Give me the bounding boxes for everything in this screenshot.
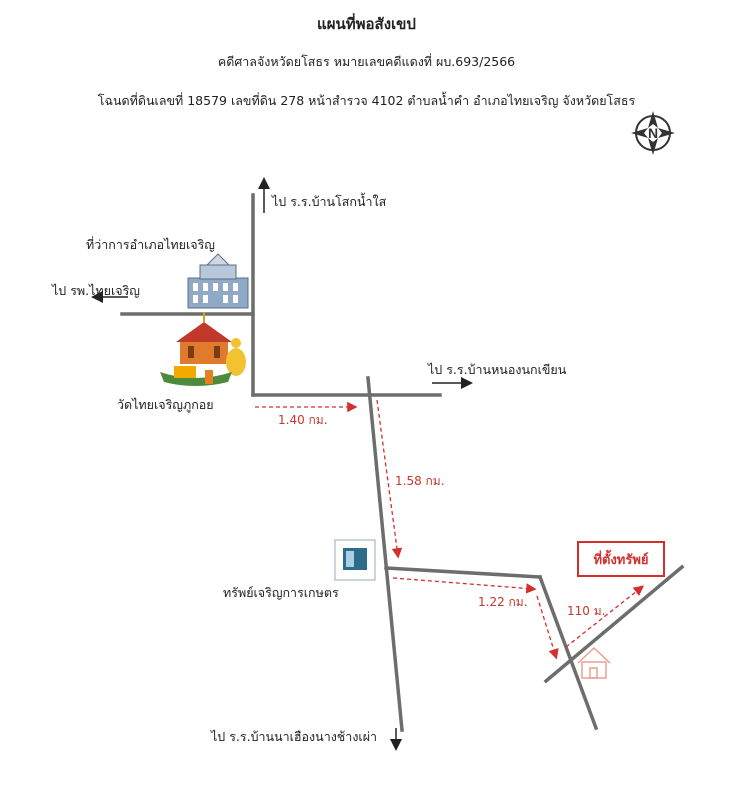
distance-3: 1.22 กม. (478, 595, 528, 609)
roads (120, 193, 685, 732)
temple-icon (160, 312, 246, 386)
label-east: ไป ร.ร.บ้านหนองนกเขียน (427, 362, 567, 377)
distance-2: 1.58 กม. (395, 474, 445, 488)
distance-1: 1.40 กม. (278, 413, 328, 427)
label-north: ไป ร.ร.บ้านโสกน้ำใส (271, 192, 387, 209)
direction-arrows (91, 177, 473, 751)
label-temple: วัดไทยเจริญภูกอย (117, 397, 214, 413)
label-district-office: ที่ว่าการอำเภอไทยเจริญ (86, 236, 215, 252)
deed-info: โฉนดที่ดินเลขที่ 18579 เลขที่ดิน 278 หน้… (97, 93, 636, 108)
distance-4: 110 ม. (567, 604, 605, 618)
shop-icon (334, 539, 376, 581)
road-branch-south (537, 574, 599, 731)
label-shop: ทรัพย์เจริญการเกษตร (223, 585, 339, 600)
compass-icon: N (631, 111, 675, 155)
label-south: ไป ร.ร.บ้านนาเฮืองนางช้างเผ่า (210, 729, 377, 744)
label-west: ไป รพ.ไทยเจริญ (51, 283, 140, 298)
road-branch (384, 566, 542, 579)
case-number: คดีศาลจังหวัดยโสธร หมายเลขคดีแดงที่ ผบ.6… (217, 54, 516, 69)
road-property (543, 564, 685, 684)
house-icon (577, 646, 611, 679)
district-office-icon (187, 253, 249, 309)
compass-letter: N (648, 125, 658, 141)
map-title: แผนที่พอสังเขป (317, 15, 416, 33)
property-location-label: ที่ตั้งทรัพย์ (577, 541, 665, 577)
road-main-south (366, 376, 404, 732)
route-path (255, 399, 645, 660)
